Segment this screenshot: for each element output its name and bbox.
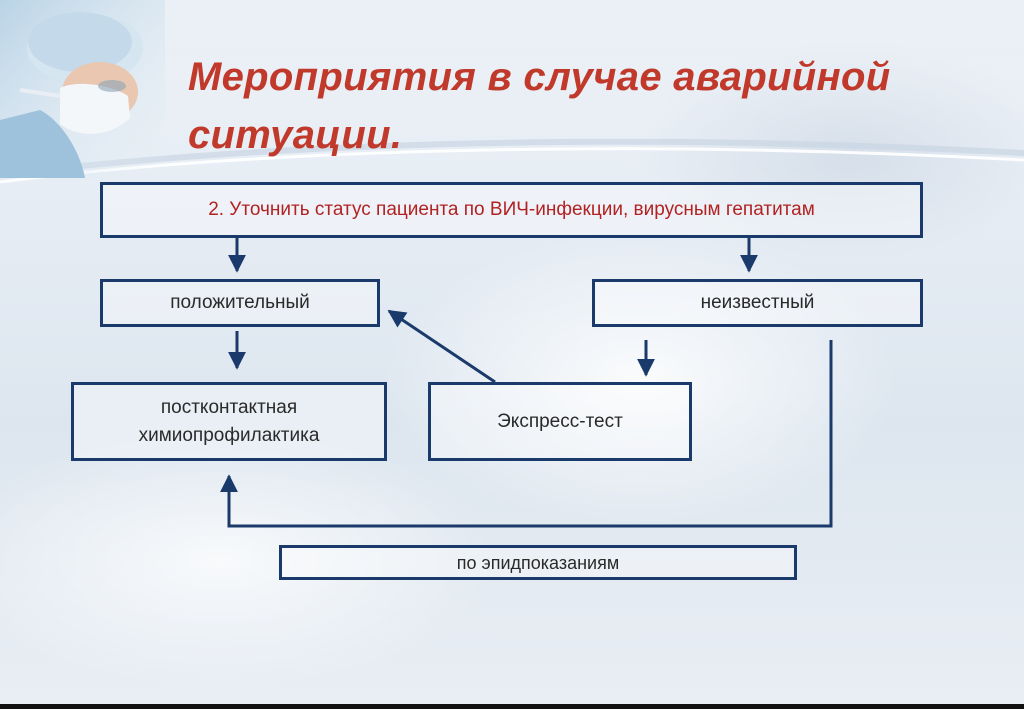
pep-box: постконтактная химиопрофилактика	[71, 382, 387, 461]
express-test-box: Экспресс-тест	[428, 382, 692, 461]
step-text: 2. Уточнить статус пациента по ВИЧ-инфек…	[208, 199, 815, 220]
positive-box: положительный	[100, 279, 380, 327]
slide-title: Мероприятия в случае аварийной ситуации.	[188, 55, 891, 157]
epid-box: по эпидпоказаниям	[279, 545, 797, 580]
unknown-label: неизвестный	[700, 292, 815, 313]
arrow-unknown-to-pep	[220, 340, 833, 528]
positive-label: положительный	[170, 292, 310, 313]
step-box: 2. Уточнить статус пациента по ВИЧ-инфек…	[100, 182, 923, 238]
unknown-box: неизвестный	[592, 279, 923, 327]
pep-label: постконтактная химиопрофилактика	[138, 396, 320, 446]
epid-label: по эпидпоказаниям	[456, 552, 620, 573]
surgeon-photo	[0, 0, 165, 178]
express-test-label: Экспресс-тест	[497, 410, 623, 432]
arrow-test-to-positive	[387, 309, 496, 384]
background-shape	[0, 430, 500, 690]
bottom-bar	[0, 704, 1024, 709]
